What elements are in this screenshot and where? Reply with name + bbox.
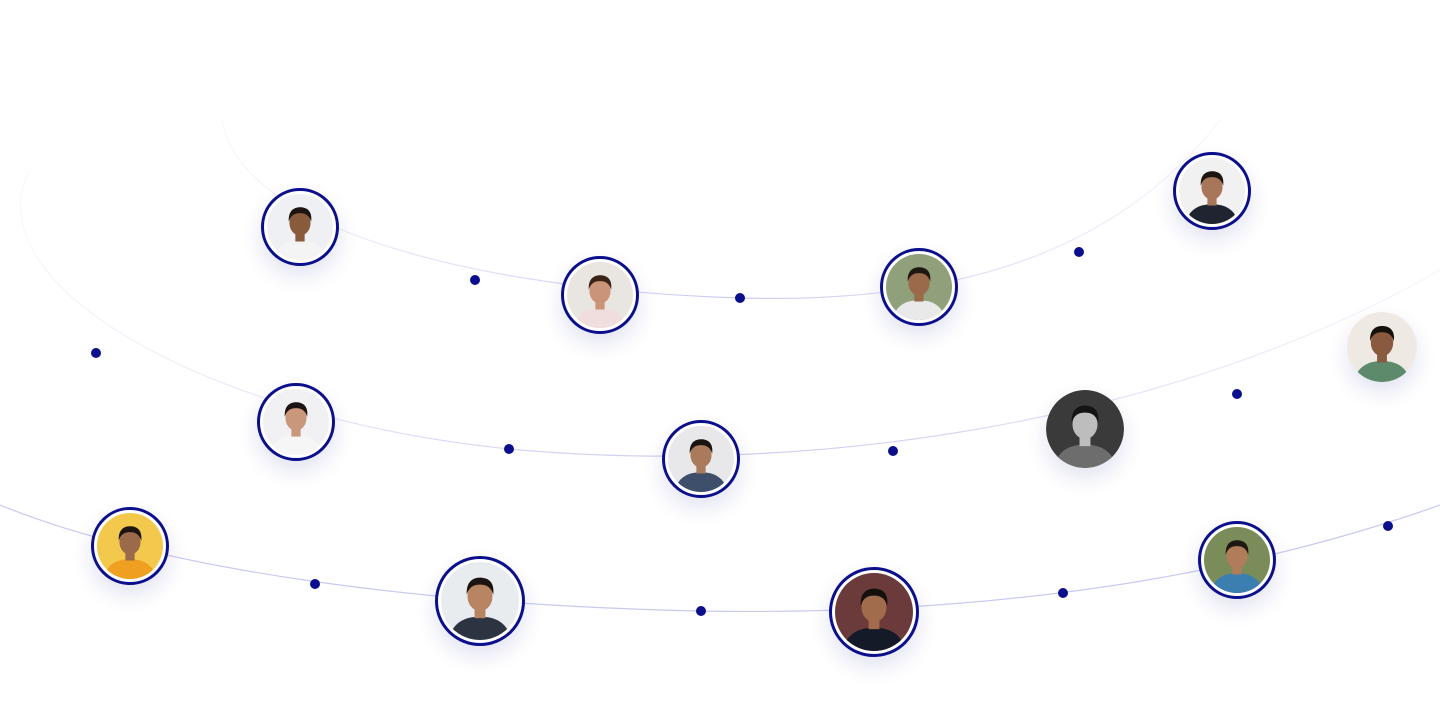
orbit-dot bbox=[504, 444, 514, 454]
avatar-member-8 bbox=[1046, 390, 1124, 468]
avatar-member-1 bbox=[261, 188, 339, 266]
avatar-member-6 bbox=[257, 383, 335, 461]
avatar-member-10 bbox=[435, 556, 525, 646]
portrait-image bbox=[1046, 390, 1124, 468]
avatar-member-5 bbox=[1347, 312, 1417, 382]
avatar-member-3 bbox=[880, 248, 958, 326]
orbit-dot bbox=[1383, 521, 1393, 531]
avatar-member-9 bbox=[91, 507, 169, 585]
orbit-middle bbox=[19, 169, 1440, 457]
portrait-image bbox=[668, 426, 734, 492]
portrait-image bbox=[1204, 527, 1270, 593]
avatar-member-2 bbox=[561, 256, 639, 334]
portrait-image bbox=[97, 513, 163, 579]
orbit-dot bbox=[1232, 389, 1242, 399]
orbit-top bbox=[221, 119, 1221, 300]
portrait-image bbox=[835, 573, 913, 651]
portrait-image bbox=[1347, 312, 1417, 382]
avatar-member-4 bbox=[1173, 152, 1251, 230]
avatar-member-7 bbox=[662, 420, 740, 498]
avatar-member-12 bbox=[1198, 521, 1276, 599]
orbit-dot bbox=[91, 348, 101, 358]
avatar-member-11 bbox=[829, 567, 919, 657]
portrait-image bbox=[567, 262, 633, 328]
orbit-dot bbox=[1058, 588, 1068, 598]
portrait-image bbox=[263, 389, 329, 455]
portrait-image bbox=[267, 194, 333, 260]
orbit-dot bbox=[888, 446, 898, 456]
orbit-dot bbox=[1074, 247, 1084, 257]
orbit-dot bbox=[470, 275, 480, 285]
portrait-image bbox=[441, 562, 519, 640]
portrait-image bbox=[1179, 158, 1245, 224]
portrait-image bbox=[886, 254, 952, 320]
orbit-dot bbox=[735, 293, 745, 303]
orbit-dot bbox=[310, 579, 320, 589]
orbit-dot bbox=[696, 606, 706, 616]
